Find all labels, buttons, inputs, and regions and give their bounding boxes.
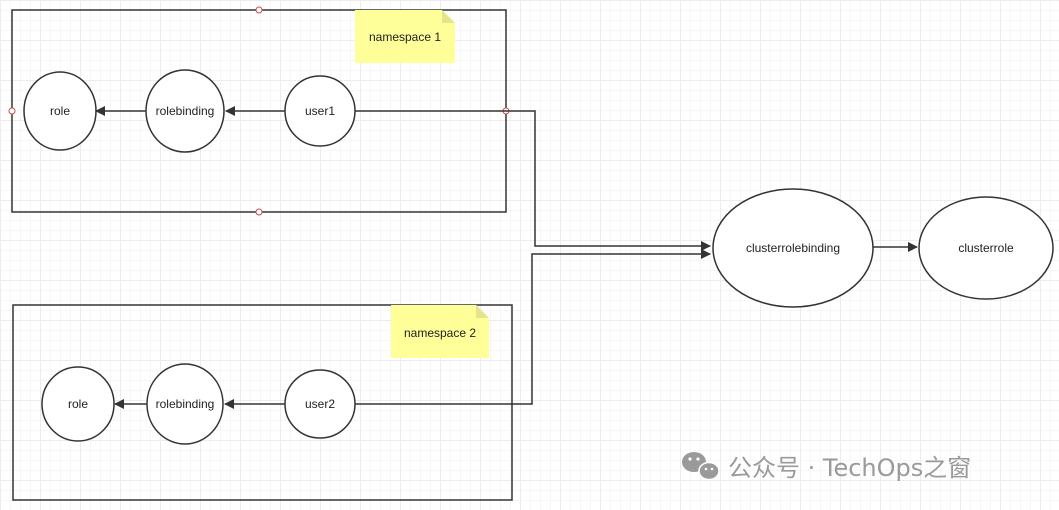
namespace-2-label: namespace 2	[404, 326, 476, 340]
rolebinding-node-2-label: rolebinding	[156, 397, 215, 411]
clusterrole-node[interactable]: clusterrole	[918, 196, 1054, 300]
edge-user2-to-clusterrolebinding[interactable]	[355, 249, 711, 405]
role-node-2-label: role	[68, 397, 88, 411]
rolebinding-node-1-label: rolebinding	[156, 104, 215, 118]
role-node-2[interactable]: role	[41, 366, 115, 442]
watermark-text: 公众号 · TechOps之窗	[728, 454, 971, 482]
user1-node[interactable]: user1	[284, 75, 356, 147]
namespace-1-note[interactable]: namespace 1	[355, 10, 455, 63]
wechat-icon	[682, 452, 720, 481]
role-node-1-label: role	[50, 104, 70, 118]
selection-handle-top[interactable]	[255, 6, 263, 14]
namespace-2-note[interactable]: namespace 2	[391, 305, 489, 358]
selection-handle-left[interactable]	[8, 107, 16, 115]
rolebinding-node-1[interactable]: rolebinding	[145, 69, 225, 153]
watermark: 公众号 · TechOps之窗	[682, 452, 971, 482]
namespace-2-container[interactable]	[12, 304, 513, 501]
user1-node-label: user1	[305, 104, 335, 118]
edge-user1-to-clusterrolebinding[interactable]	[355, 110, 711, 251]
namespace-1-label: namespace 1	[369, 30, 441, 44]
clusterrolebinding-node[interactable]: clusterrolebinding	[712, 188, 874, 308]
user2-node-label: user2	[305, 397, 335, 411]
user2-node[interactable]: user2	[284, 369, 356, 439]
clusterrole-node-label: clusterrole	[958, 241, 1014, 255]
selection-handle-bottom[interactable]	[255, 208, 263, 216]
rolebinding-node-2[interactable]: rolebinding	[146, 363, 224, 445]
clusterrolebinding-node-label: clusterrolebinding	[746, 241, 840, 255]
role-node-1[interactable]: role	[23, 71, 97, 151]
